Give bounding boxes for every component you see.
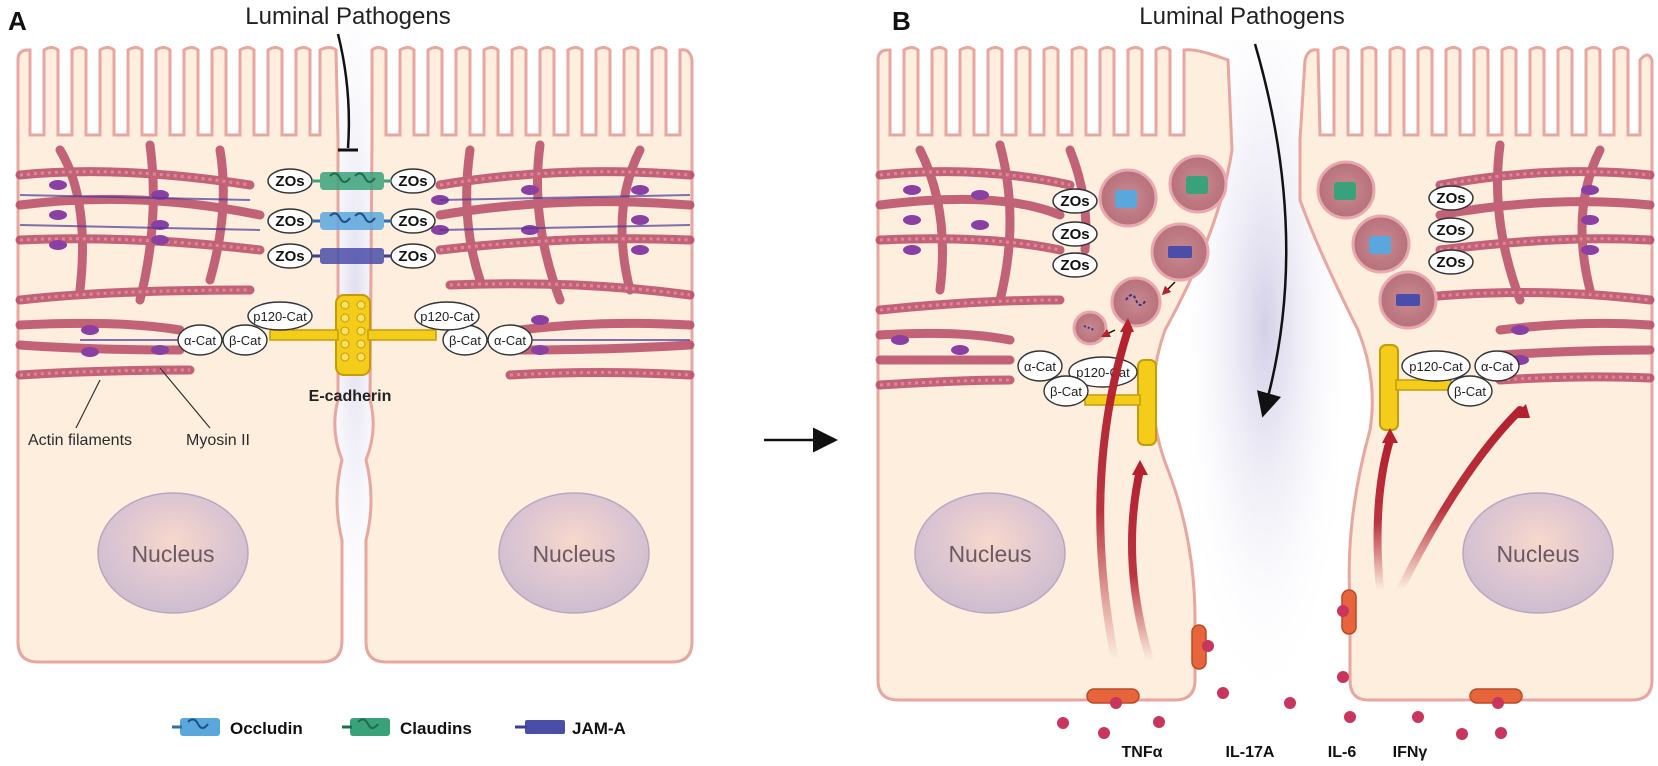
nucleus-a-right [498,492,650,614]
e-cadherin-complex-a [269,294,437,376]
nucleus-label: Nucleus [532,541,615,567]
legend-jam-a: JAM-A [515,719,626,738]
panel-b-title: Luminal Pathogens [1139,3,1344,30]
legend-occludin-label: Occludin [230,719,303,738]
beta-cat-label: β-Cat [229,333,261,348]
alpha-cat-label: α-Cat [184,333,216,348]
alpha-cat-label: α-Cat [1481,359,1513,374]
zos-label: ZOs [275,248,304,265]
zos-label: ZOs [398,173,427,190]
zos-label: ZOs [1060,257,1089,274]
nucleus-label: Nucleus [948,541,1031,567]
cytokine-ifn: IFNγ [1393,744,1428,761]
zos-label: ZOs [275,173,304,190]
cytokine-tnf: TNFα [1122,744,1163,761]
zos-label: ZOs [398,213,427,230]
panel-b-label: B [892,6,911,36]
occludin-junction-a [312,212,392,230]
signaling-arrows [1096,326,1524,664]
p120-cat-label: p120-Cat [253,309,307,324]
internalized-vesicles-b-right [1316,160,1438,330]
e-cadherin-complex-b-right: p120-Cat α-Cat β-Cat [1379,344,1520,431]
legend-occludin: Occludin [172,718,303,738]
nucleus-label: Nucleus [1496,541,1579,567]
p120-cat-label: p120-Cat [420,309,474,324]
claudin-junction-a [312,172,392,190]
nucleus-a-left [97,492,249,614]
myosin-ii-clusters-a [49,180,649,357]
zos-label: ZOs [1436,222,1465,239]
cytokine-il6: IL-6 [1328,744,1357,761]
zos-label: ZOs [1436,254,1465,271]
panel-a-label: A [8,6,27,36]
p120-cat-label: p120-Cat [1076,365,1130,380]
legend-claudins-label: Claudins [400,719,472,738]
legend: Occludin Claudins JAM-A [172,718,626,738]
legend-claudins: Claudins [342,718,472,738]
p120-cat-label: p120-Cat [1409,359,1463,374]
cytokine-particles [1057,605,1507,740]
cytokine-receptors [1086,589,1523,704]
zos-group-a: ZOs ZOs ZOs ZOs ZOs ZOs [267,168,436,269]
panel-a-title: Luminal Pathogens [245,3,450,30]
beta-cat-label: β-Cat [449,333,481,348]
beta-cat-label: β-Cat [1454,384,1486,399]
myosin-ii-label: Myosin II [186,432,250,449]
internalized-vesicles-b-left [1072,154,1228,346]
catenins-a-right: α-Cat β-Cat p120-Cat [414,301,533,356]
zos-group-b: ZOs ZOs ZOs ZOs ZOs ZOs [1052,185,1474,278]
legend-jam-a-label: JAM-A [572,719,626,738]
zos-label: ZOs [1060,226,1089,243]
nucleus-label: Nucleus [131,541,214,567]
pathogen-entry-arrow [1253,43,1288,418]
panel-b: ZOs ZOs ZOs ZOs ZOs ZOs [875,3,1655,761]
catenins-a-left: α-Cat β-Cat p120-Cat [177,301,313,356]
zos-label: ZOs [1060,193,1089,210]
cytokine-il17a: IL-17A [1226,744,1275,761]
zos-label: ZOs [275,213,304,230]
zos-label: ZOs [398,248,427,265]
actin-filaments-label: Actin filaments [28,432,132,449]
zos-label: ZOs [1436,190,1465,207]
nucleus-b-right [1462,492,1614,614]
e-cadherin-label: E-cadherin [309,388,392,405]
panel-a: ZOs ZOs ZOs ZOs ZOs ZOs Lumi [8,3,695,670]
nucleus-b-left [914,492,1066,614]
alpha-cat-label: α-Cat [1024,359,1056,374]
beta-cat-label: β-Cat [1050,384,1082,399]
jam-a-junction-a [312,248,392,264]
signaling-arrowheads [1120,318,1530,475]
blocked-arrow [336,33,351,149]
alpha-cat-label: α-Cat [494,333,526,348]
myosin-ii-clusters-b [891,185,1599,365]
